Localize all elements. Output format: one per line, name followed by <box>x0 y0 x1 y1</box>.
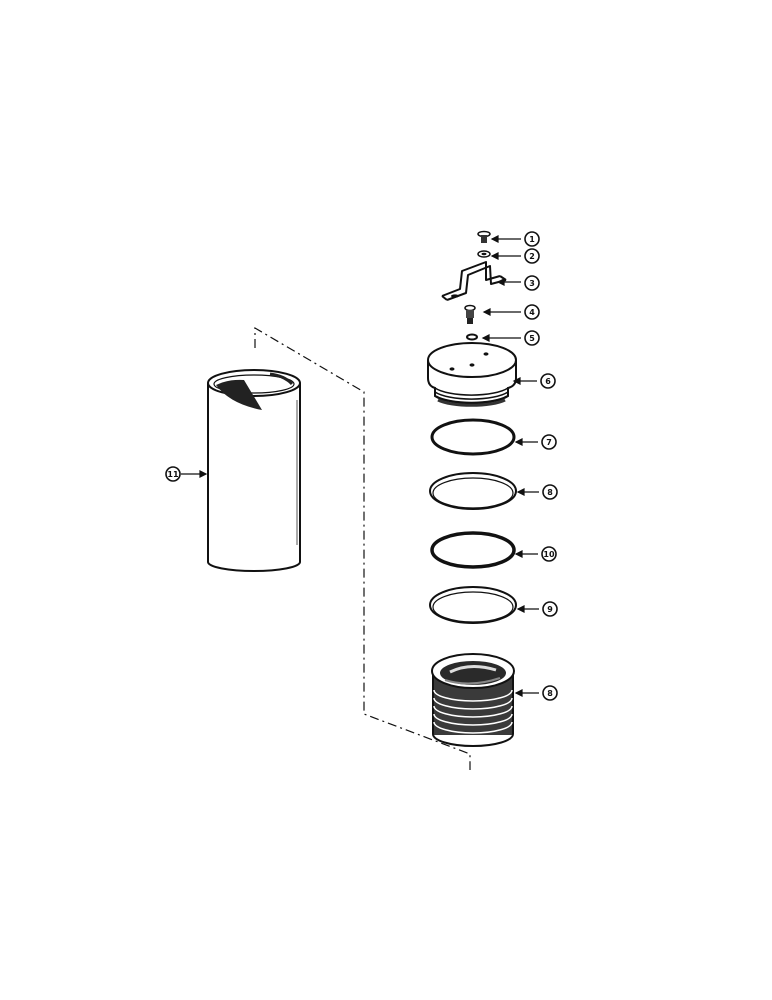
svg-text:10: 10 <box>543 550 555 559</box>
callout-4: 4 <box>524 304 540 320</box>
svg-text:9: 9 <box>547 605 553 614</box>
callout-8-backup-ring: 8 <box>542 484 558 500</box>
callout-7: 7 <box>541 434 557 450</box>
callout-9: 9 <box>542 601 558 617</box>
washer-part <box>477 250 491 258</box>
callout-6: 6 <box>540 373 556 389</box>
svg-text:1: 1 <box>529 235 535 244</box>
backup-ring-part <box>429 472 517 510</box>
assembly-dashed-line <box>254 326 471 770</box>
callout-1: 1 <box>524 231 540 247</box>
svg-text:7: 7 <box>546 438 552 447</box>
clamp-part <box>441 261 507 301</box>
gland-part <box>427 342 517 407</box>
svg-text:5: 5 <box>529 334 535 343</box>
callout-8-piston: 8 <box>542 685 558 701</box>
seal-ring-part <box>430 531 516 569</box>
svg-text:2: 2 <box>529 252 535 261</box>
svg-text:8: 8 <box>547 488 553 497</box>
callout-2: 2 <box>524 248 540 264</box>
svg-text:3: 3 <box>529 279 535 288</box>
piston-part <box>431 653 515 747</box>
callout-5: 5 <box>524 330 540 346</box>
leader-lines <box>181 235 539 697</box>
svg-text:6: 6 <box>545 377 551 386</box>
svg-text:8: 8 <box>547 689 553 698</box>
callout-3: 3 <box>524 275 540 291</box>
callout-10: 10 <box>541 546 557 562</box>
fitting-part <box>464 304 476 324</box>
o-ring-part <box>430 418 516 456</box>
cylinder-tube-part <box>207 369 301 572</box>
callout-11: 11 <box>165 466 181 482</box>
svg-text:4: 4 <box>529 308 535 317</box>
small-o-ring-part <box>466 333 478 341</box>
screw-part <box>477 230 491 243</box>
wear-ring-part <box>429 586 517 624</box>
svg-text:11: 11 <box>167 470 179 479</box>
